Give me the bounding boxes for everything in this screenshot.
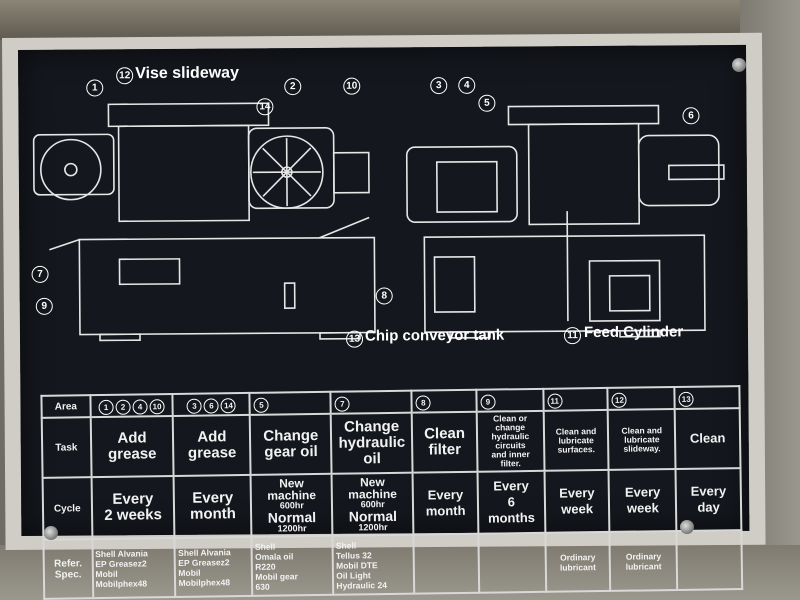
mounting-screw <box>732 58 746 72</box>
area-number: 7 <box>334 396 350 412</box>
ref-text: Ordinary lubricant <box>625 550 662 572</box>
callout-12: 12 <box>116 67 134 85</box>
task-cell: Clean or change hydraulic circuits and i… <box>476 410 545 472</box>
ref-cell: Shell Tellus 32 Mobil DTE Oil Light Hydr… <box>332 534 415 595</box>
callout-4: 4 <box>458 76 476 94</box>
callout-8: 8 <box>375 287 393 305</box>
ref-text <box>482 562 543 563</box>
mounting-screw <box>44 526 58 540</box>
area-cell: 13 <box>674 386 740 409</box>
task-cell: Change gear oil <box>250 413 332 475</box>
cycle-cell: New machine 600hr Normal 1200hr <box>250 473 333 537</box>
callout-10: 10 <box>343 77 361 95</box>
row-cycle: Cycle Every 2 weeks Every month New mach… <box>42 468 742 540</box>
callout-11: 11 <box>563 327 582 345</box>
task-cell: Add grease <box>173 414 251 476</box>
task-cell: Change hydraulic oil <box>330 412 413 474</box>
cycle-cell: Every month <box>174 474 252 538</box>
area-cell: 8 <box>411 389 477 413</box>
ref-text: Ordinary lubricant <box>559 551 596 573</box>
area-number: 13 <box>678 391 694 407</box>
row-header-area: Area <box>41 395 91 418</box>
mounting-screw <box>680 520 694 534</box>
callout-2: 2 <box>284 78 302 96</box>
area-number: 12 <box>611 392 628 408</box>
ref-text <box>680 560 739 561</box>
row-task: Task Add grease Add grease Change gear o… <box>41 408 741 478</box>
ref-cell: Shell Alvania EP Greasez2 Mobil Mobilphe… <box>91 537 176 599</box>
area-number: 8 <box>415 395 431 411</box>
label-vise-slideway: Vise slideway <box>135 64 240 83</box>
ref-cell: Shell Omala oil R220 Mobil gear 630 <box>251 535 334 596</box>
callout-14: 14 <box>256 98 274 116</box>
area-number: 1 <box>98 399 114 416</box>
label-feed-cylinder: Feed Cylinder <box>583 323 684 342</box>
area-cell: 7 <box>330 390 412 414</box>
area-cell: 11 <box>543 387 609 411</box>
area-number: 9 <box>480 394 496 410</box>
ref-cell: Ordinary lubricant <box>609 530 678 591</box>
task-cell: Clean and lubricate slideway. <box>608 408 676 470</box>
area-number: 11 <box>547 393 563 409</box>
cycle-cell: Every week <box>544 469 610 533</box>
row-reference-spec: Refer. Spec. Shell Alvania EP Greasez2 M… <box>43 530 743 599</box>
callout-7: 7 <box>31 265 49 283</box>
cycle-new-machine: New machine <box>348 475 398 502</box>
area-number: 2 <box>115 399 131 415</box>
right-machine-outline <box>405 104 725 339</box>
area-cell: 5 <box>249 391 331 415</box>
ref-cell: Shell Alvania EP Greasez2 Mobil Mobilphe… <box>174 536 253 597</box>
maintenance-plate: 1 12 2 10 3 4 5 6 14 7 9 8 13 11 Vise sl… <box>18 44 750 599</box>
task-cell: Add grease <box>90 415 175 478</box>
ref-cell <box>676 530 743 590</box>
cycle-cell: Every week <box>608 468 677 532</box>
cycle-hours: 1200hr <box>358 522 388 533</box>
callout-9: 9 <box>35 297 53 315</box>
label-chip-conveyor-tank: Chip conveyor tank <box>364 326 505 345</box>
ref-cell: Ordinary lubricant <box>545 531 611 592</box>
area-cell: 9 <box>476 388 544 412</box>
callout-13: 13 <box>345 330 364 348</box>
task-cell: Clean and lubricate surfaces. <box>543 409 609 471</box>
left-machine-outline <box>32 102 376 342</box>
area-number: 4 <box>132 399 148 415</box>
ref-text: Shell Alvania EP Greasez2 Mobil Mobilphe… <box>178 546 231 588</box>
cycle-cell: Every 6 months <box>477 470 546 534</box>
ref-cell <box>413 533 480 594</box>
cycle-new-machine: New machine <box>267 476 317 503</box>
callout-1: 1 <box>86 79 104 97</box>
ref-text: Shell Alvania EP Greasez2 Mobil Mobilphe… <box>95 547 148 589</box>
ref-text <box>417 563 476 564</box>
cycle-cell: New machine 600hr Normal 1200hr <box>331 472 414 536</box>
area-number: 10 <box>149 399 165 415</box>
callout-6: 6 <box>682 107 700 125</box>
area-number: 3 <box>186 398 203 414</box>
cycle-cell: Every month <box>412 471 479 535</box>
area-cell: 12 <box>607 386 675 410</box>
task-cell: Clean <box>674 408 741 469</box>
row-header-reference-spec: Refer. Spec. <box>43 539 93 599</box>
task-cell: Clean filter <box>411 411 478 473</box>
area-number: 6 <box>203 398 220 414</box>
row-header-task: Task <box>41 417 92 478</box>
ref-cell <box>478 532 546 593</box>
machine-background-bottom <box>0 545 800 600</box>
machine-line-drawing <box>32 102 725 342</box>
cycle-cell: Every 2 weeks <box>91 475 175 540</box>
area-number: 5 <box>253 397 270 413</box>
callout-3: 3 <box>430 77 448 95</box>
callout-5: 5 <box>478 94 496 112</box>
area-number: 14 <box>220 398 237 414</box>
ref-text: Shell Omala oil R220 Mobil gear 630 <box>254 541 298 592</box>
cycle-hours: 1200hr <box>277 523 307 534</box>
ref-text: Shell Tellus 32 Mobil DTE Oil Light Hydr… <box>335 539 388 591</box>
